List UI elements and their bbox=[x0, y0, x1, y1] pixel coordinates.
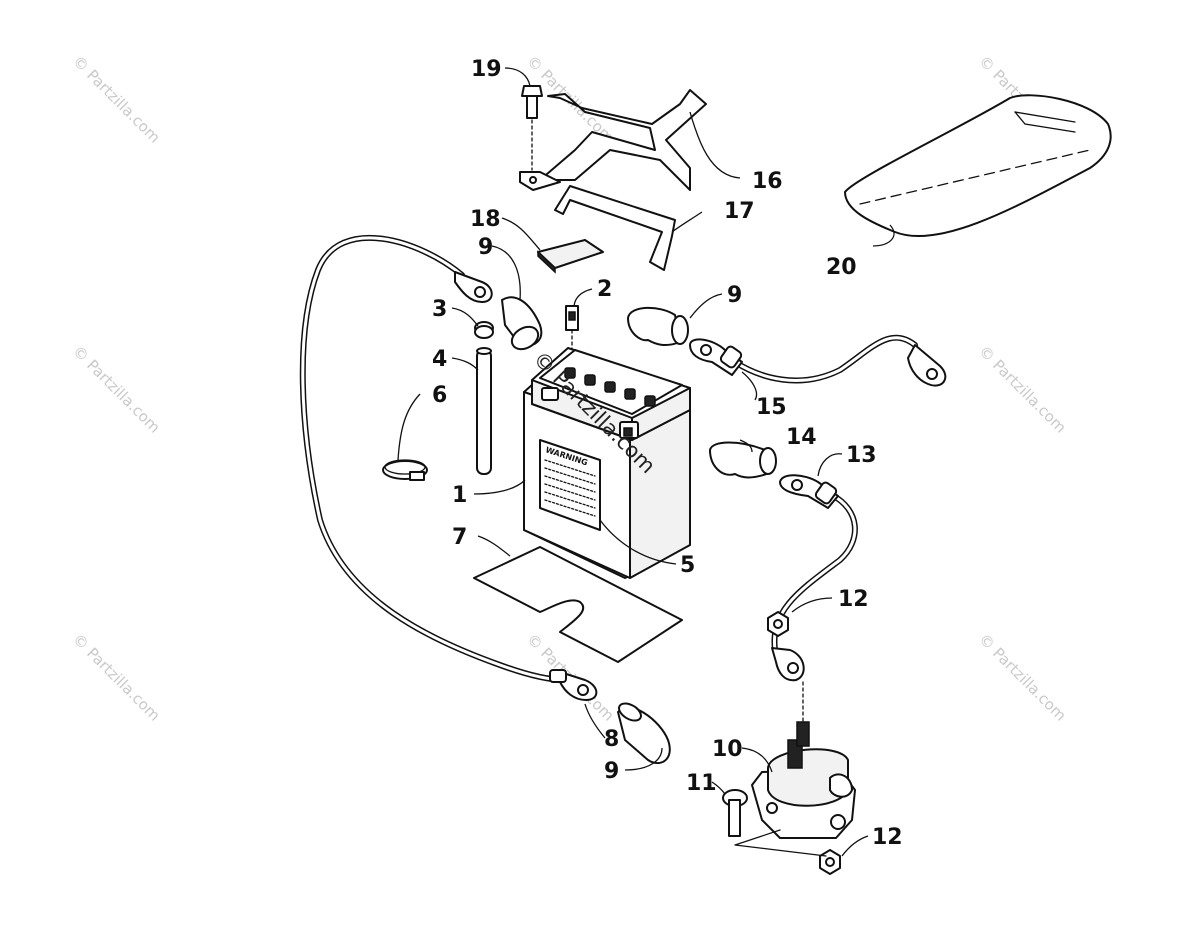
nut-12-upper[interactable] bbox=[767, 611, 789, 637]
cable-13[interactable] bbox=[771, 474, 858, 682]
watermark-mid-right: © Partzilla.com bbox=[975, 342, 1070, 437]
callout-12-upper: 12 bbox=[838, 587, 869, 612]
long-battery-cable[interactable] bbox=[299, 234, 598, 701]
callout-6: 6 bbox=[432, 383, 447, 408]
warning-label-5: WARNING bbox=[539, 439, 601, 531]
boot-9-upper-left[interactable] bbox=[501, 296, 543, 353]
callout-5: 5 bbox=[680, 553, 695, 578]
boot-9-lower[interactable] bbox=[616, 700, 671, 765]
callout-1: 1 bbox=[452, 483, 467, 508]
boot-14[interactable] bbox=[709, 441, 777, 479]
positive-cable-15[interactable] bbox=[689, 334, 947, 387]
boot-9-upper-right[interactable] bbox=[627, 306, 689, 347]
callout-9-upper-right: 9 bbox=[727, 283, 742, 308]
screw-11[interactable] bbox=[722, 789, 827, 857]
callout-19: 19 bbox=[471, 57, 502, 82]
leader-lines bbox=[397, 67, 895, 857]
callout-12-lower: 12 bbox=[872, 825, 903, 850]
callout-13: 13 bbox=[846, 443, 877, 468]
callout-3: 3 bbox=[432, 297, 447, 322]
callout-10: 10 bbox=[712, 737, 743, 762]
hold-down-bracket-16[interactable] bbox=[519, 89, 707, 191]
watermark-low-left: © Partzilla.com bbox=[69, 630, 164, 725]
callout-20: 20 bbox=[826, 255, 857, 280]
callout-8: 8 bbox=[604, 727, 619, 752]
cell-caps bbox=[564, 367, 656, 407]
callout-11: 11 bbox=[686, 771, 717, 796]
callout-18: 18 bbox=[470, 207, 501, 232]
callout-9-upper-left: 9 bbox=[478, 235, 493, 260]
solenoid-10[interactable] bbox=[751, 681, 856, 839]
callout-7: 7 bbox=[452, 525, 467, 550]
cover-20[interactable] bbox=[844, 94, 1112, 238]
watermark-low-right: © Partzilla.com bbox=[975, 630, 1070, 725]
bolt-19[interactable] bbox=[521, 85, 543, 171]
bracket-pad-17[interactable] bbox=[554, 185, 676, 271]
nut-12-lower[interactable] bbox=[819, 849, 841, 875]
battery-1[interactable]: WARNING © Partzilla.com bbox=[523, 347, 691, 579]
callout-4: 4 bbox=[432, 347, 447, 372]
vent-tube-4[interactable] bbox=[476, 347, 492, 475]
battery-mat-7[interactable] bbox=[473, 546, 683, 663]
callout-14: 14 bbox=[786, 425, 817, 450]
callout-2: 2 bbox=[597, 277, 612, 302]
callout-17: 17 bbox=[724, 199, 755, 224]
pad-18[interactable] bbox=[537, 239, 604, 274]
callouts: 19 16 18 17 9 2 9 20 3 4 6 15 14 13 1 7 … bbox=[432, 57, 903, 850]
callout-15: 15 bbox=[756, 395, 787, 420]
callout-9-lower: 9 bbox=[604, 759, 619, 784]
callout-16: 16 bbox=[752, 169, 783, 194]
watermark-mid-left: © Partzilla.com bbox=[69, 342, 164, 437]
clamp-6[interactable] bbox=[382, 459, 428, 481]
fitting-3[interactable] bbox=[474, 321, 494, 339]
watermark-top-left: © Partzilla.com bbox=[69, 52, 164, 147]
